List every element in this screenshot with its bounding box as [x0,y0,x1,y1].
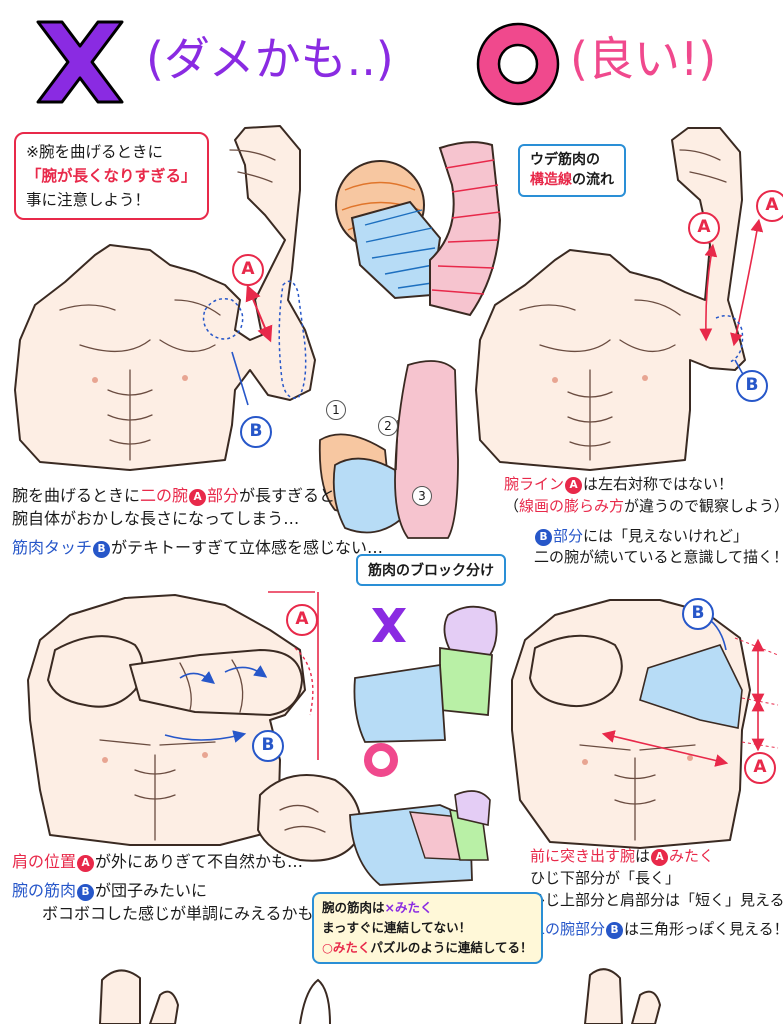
block-number-1: 1 [326,400,346,420]
inline-marker-a: A [565,477,583,494]
inline-marker-b: B [93,541,111,559]
good-title: (良い!) [570,32,717,86]
text-line: 腕自体がおかしな長さになってしまう… [12,509,300,529]
text-fragment: 腕の筋肉は [322,900,385,915]
text-red: 二の腕 [140,486,189,505]
text-line: ひじ上部分と肩部分は「短く」見える！ [530,890,783,909]
text-purple: ×みたく [384,900,433,915]
torso-figure-good-bent-arm [475,127,764,471]
segmented-arm-good [257,774,491,886]
text-fragment: がテキトーすぎて立体感を感じない… [111,538,384,558]
marker-b-fig1: B [240,416,272,448]
block-number-2: 2 [378,416,398,436]
marker-a-fig2-inner: A [688,212,720,244]
inline-marker-a: A [77,855,95,872]
marker-a-fig2-outer: A [756,190,783,222]
text-blue: 腕の筋肉 [12,881,77,901]
muscle-block-tag: 筋肉のブロック分け [356,554,506,586]
bad-title: (ダメかも..) [146,32,394,86]
text-fragment: パズルのように連結してる！ [370,940,533,955]
text-fragment: が長すぎると [239,486,336,505]
text-red: 肩の位置 [12,852,77,871]
text-blue: 部分 [553,526,584,545]
text-fragment: は [635,847,651,865]
callout-line-2: 「腕が長くなりすぎる」 [26,167,197,186]
text-fragment: が違うので観察しよう） [624,496,783,515]
marker-b-fig3: B [252,730,284,762]
text-red: 前に突き出す腕 [530,847,636,865]
structure-tag-line-1: ウデ筋肉の [530,152,600,168]
text-fragment: は左右対称ではない！ [583,475,734,493]
block-number-3: 3 [412,486,432,506]
text-blue: 二の腕部分 [530,920,606,939]
text-line: ボコボコした感じが単調にみえるかも… [42,904,330,924]
torso-figure-good-punch [511,599,779,849]
inline-marker-b: B [77,884,95,902]
cross-mark-small-icon [372,608,406,642]
callout-warning: ※腕を曲げるときに 「腕が長くなりすぎる」 事に注意しよう！ [14,132,209,221]
inline-marker-b: B [606,922,624,940]
callout-line-1: ※腕を曲げるときに [26,143,163,161]
structure-tag-rest: の流れ [572,172,614,189]
text-line: 二の腕が続いていると意識して描く！ [534,548,783,567]
structure-lines-tag: ウデ筋肉の 構造線の流れ [518,144,626,197]
inline-marker-b: B [535,528,552,546]
text-line: ひじ下部分が「長く」 [530,868,681,887]
structure-tag-red: 構造線 [530,172,572,189]
text-line: まっすぐに連結してない！ [322,920,472,935]
circle-mark-icon [476,22,560,106]
torso-figure-bad-punch [27,591,319,846]
torso-figure-bad-bent-arm [14,125,316,471]
arm-structure-diagram [335,141,502,317]
text-blue: 筋肉タッチ [12,538,93,558]
arm-block-diagram [318,360,459,539]
marker-a-fig4: A [744,752,776,784]
marker-b-fig2: B [736,370,768,402]
cropped-sketch-row [99,968,661,1024]
callout-line-3: 事に注意しよう！ [26,191,151,210]
marker-b-fig4: B [682,598,714,630]
puzzle-connection-note: 腕の筋肉は×みたく まっすぐに連結してない！ ○みたくパズルのように連結してる！ [312,892,543,964]
text-fragment: 腕を曲げるときに [12,486,141,505]
text-red: 線画の膨らみ方 [519,496,625,515]
text-fragment: が団子みたいに [95,881,208,901]
text-red: 腕ライン [504,475,565,493]
inline-marker-a: A [651,849,669,866]
segmented-arm-bad [353,605,498,743]
text-fragment: には「見えないけれど」 [583,526,749,545]
text-red: ○みたく [322,940,371,955]
text-red: みたく [669,847,715,865]
marker-a-fig3: A [286,604,318,636]
marker-a-fig1: A [232,254,264,286]
text-fragment: （ [504,496,520,515]
cross-mark-icon [36,20,124,104]
inline-marker-a: A [189,489,207,506]
text-red: 部分 [207,486,240,505]
circle-mark-small-icon [364,743,398,777]
text-fragment: が外にありぎて不自然かも… [95,852,304,871]
text-fragment: は三角形っぽく見える！ [624,920,783,939]
